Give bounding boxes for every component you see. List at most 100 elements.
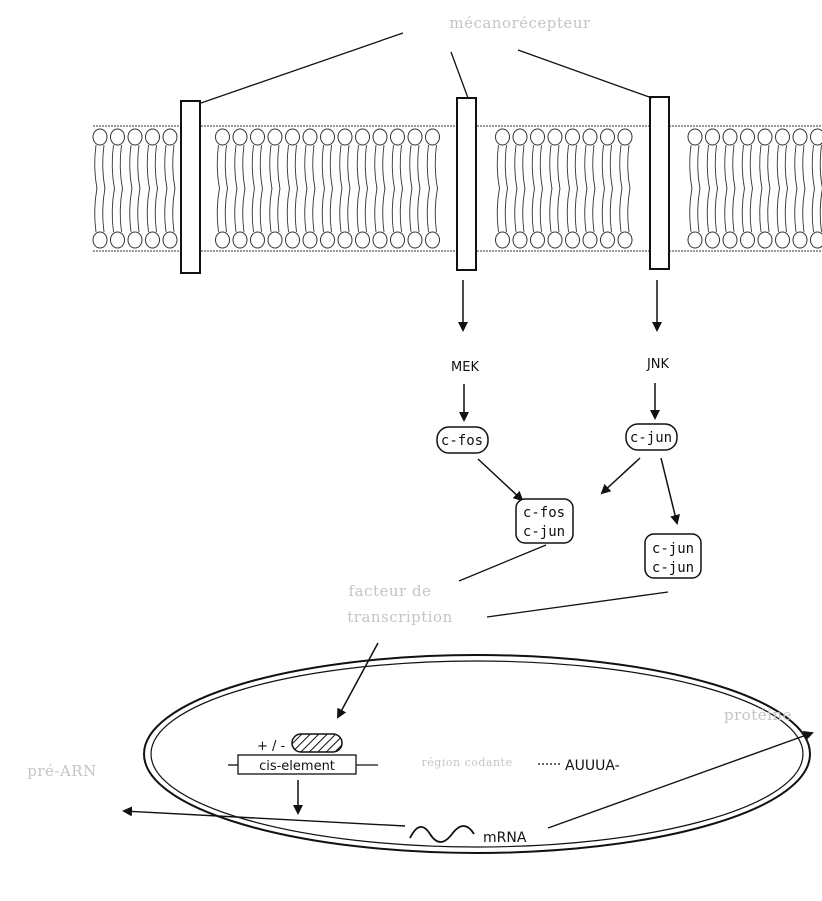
lipid-tail (795, 145, 797, 189)
lipid-tail (715, 145, 717, 189)
lipid-head (163, 232, 177, 248)
lipid-head (251, 232, 265, 248)
receptor-channel-3 (650, 97, 669, 269)
lipid-head (373, 129, 387, 145)
lipid-tail (165, 145, 167, 189)
lipid-head (548, 232, 562, 248)
lipid-tail (400, 145, 402, 189)
lipid-tail (173, 188, 175, 232)
tf-label-line2: transcription (347, 608, 453, 626)
lipid-head (303, 232, 317, 248)
lipid-head (531, 129, 545, 145)
lipid-tail (243, 145, 245, 189)
coding-region-label: région codante (422, 756, 513, 769)
lipid-tail (357, 145, 359, 189)
lipid-tail (340, 145, 342, 189)
lipid-tail (138, 145, 140, 189)
lipid-head (793, 129, 807, 145)
lipid-tail (550, 145, 552, 189)
lipid-tail (392, 145, 394, 189)
lipid-tail (287, 188, 289, 232)
lipid-tail (497, 188, 499, 232)
arrow-mrna-to-pre (124, 811, 405, 826)
lipid-tail (690, 188, 692, 232)
lipid-head (618, 232, 632, 248)
lipid-tail (260, 188, 262, 232)
lipid-head (758, 232, 772, 248)
lipid-head (338, 129, 352, 145)
lipid-tail (410, 145, 412, 189)
lipid-head (688, 129, 702, 145)
dimer-fos-bottom-label: c-jun (523, 524, 565, 540)
arrow-cjun-to-dimer (602, 458, 640, 493)
tf-binding-site (292, 734, 342, 752)
lipid-tail (812, 145, 814, 189)
lipid-tail (803, 188, 805, 232)
lipid-tail (295, 188, 297, 232)
lipid-tail (392, 188, 394, 232)
lipid-tail (155, 145, 157, 189)
lipid-tail (147, 188, 149, 232)
lipid-tail (750, 145, 752, 189)
lipid-head (496, 232, 510, 248)
lipid-tail (400, 188, 402, 232)
lipid-tail (567, 145, 569, 189)
lipid-tail (785, 145, 787, 189)
lipid-tail (130, 145, 132, 189)
lipid-tail (147, 145, 149, 189)
lipid-tail (330, 188, 332, 232)
lipid-tail (593, 145, 595, 189)
lipid-tail (435, 145, 437, 189)
lipid-head (566, 232, 580, 248)
lipid-head (531, 232, 545, 248)
lipid-tail (357, 188, 359, 232)
lipid-head (338, 232, 352, 248)
lipid-head (496, 129, 510, 145)
lipid-tail (270, 188, 272, 232)
lipid-head (601, 129, 615, 145)
lipid-head (233, 232, 247, 248)
lipid-head (128, 232, 142, 248)
lipid-tail (777, 145, 779, 189)
lipid-tail (365, 188, 367, 232)
lipid-tail (103, 188, 105, 232)
lipid-head (373, 232, 387, 248)
lipid-tail (707, 188, 709, 232)
lipid-tail (305, 145, 307, 189)
lipid-tail (322, 188, 324, 232)
pre-mrna-label: pré-ARN (27, 762, 96, 780)
c-fos-label: c-fos (441, 433, 483, 449)
lipid-head (583, 232, 597, 248)
lipid-tail (620, 145, 622, 189)
lipid-tail (812, 188, 814, 232)
lipid-tail (575, 188, 577, 232)
lipid-head (321, 232, 335, 248)
lipid-tail (435, 188, 437, 232)
lipid-tail (410, 188, 412, 232)
lipid-tail (155, 188, 157, 232)
lipid-tail (750, 188, 752, 232)
lipid-head (93, 129, 107, 145)
lipid-head (548, 129, 562, 145)
arrow-mrna-to-protein (548, 733, 812, 828)
lipid-tail (523, 145, 525, 189)
lipid-tail (120, 188, 122, 232)
lipid-tail (628, 145, 630, 189)
lipid-tail (322, 145, 324, 189)
lipid-tail (610, 188, 612, 232)
lipid-tail (558, 188, 560, 232)
lipid-head (128, 129, 142, 145)
lipid-tail (540, 188, 542, 232)
lipid-tail (260, 145, 262, 189)
lipid-tail (173, 145, 175, 189)
lipid-tail (217, 145, 219, 189)
lipid-tail (550, 188, 552, 232)
lipid-tail (777, 188, 779, 232)
lipid-tail (138, 188, 140, 232)
lipid-head (426, 232, 440, 248)
c-jun-label: c-jun (630, 430, 672, 446)
lipid-tail (278, 145, 280, 189)
mrna-label: mRNA (483, 830, 527, 846)
